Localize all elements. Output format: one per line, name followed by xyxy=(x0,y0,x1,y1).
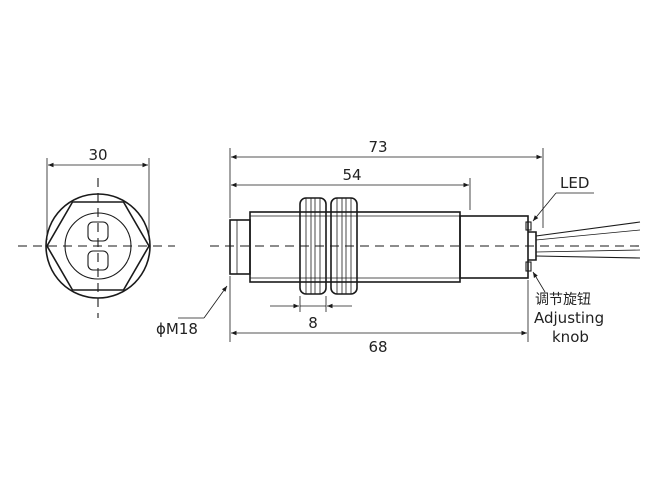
overall-length-label: 73 xyxy=(368,138,387,156)
front-view-receiver-window xyxy=(87,250,109,271)
led-label: LED xyxy=(560,174,589,192)
lock-nut-left xyxy=(299,197,327,295)
led-leader-diagonal xyxy=(532,192,557,222)
thread-spec-label: ϕM18 xyxy=(156,320,198,338)
adjusting-knob-label-cn: 调节旋钮 xyxy=(535,292,591,308)
rear-housing xyxy=(459,215,529,279)
adjusting-knob-label-en-line1: Adjusting xyxy=(534,309,604,327)
body-length-label: 68 xyxy=(368,338,387,356)
front-view-inner-circle xyxy=(64,212,132,280)
side-view: 73 54 8 68 ϕM18 LED 调节旋钮 Adjusting knob xyxy=(156,138,641,356)
front-width-label: 30 xyxy=(88,146,107,164)
front-view-outer-circle xyxy=(45,193,151,299)
led-indicator xyxy=(525,221,532,231)
front-lens-cap xyxy=(229,219,251,275)
threaded-body xyxy=(249,211,461,283)
front-view-hex-nut xyxy=(46,201,150,291)
adjusting-knob-label-en-line2: knob xyxy=(552,328,589,346)
front-view-emitter-window xyxy=(87,221,109,242)
cable xyxy=(535,221,641,259)
thread-length-label: 54 xyxy=(342,166,361,184)
thread-spec-leader-diagonal xyxy=(203,285,228,319)
front-view: 30 xyxy=(18,146,175,318)
lock-nut-right xyxy=(330,197,358,295)
rear-cap xyxy=(528,231,537,261)
adjusting-knob-body xyxy=(525,261,532,272)
nut-width-label: 8 xyxy=(308,314,318,332)
adjusting-knob-leader xyxy=(532,271,546,293)
